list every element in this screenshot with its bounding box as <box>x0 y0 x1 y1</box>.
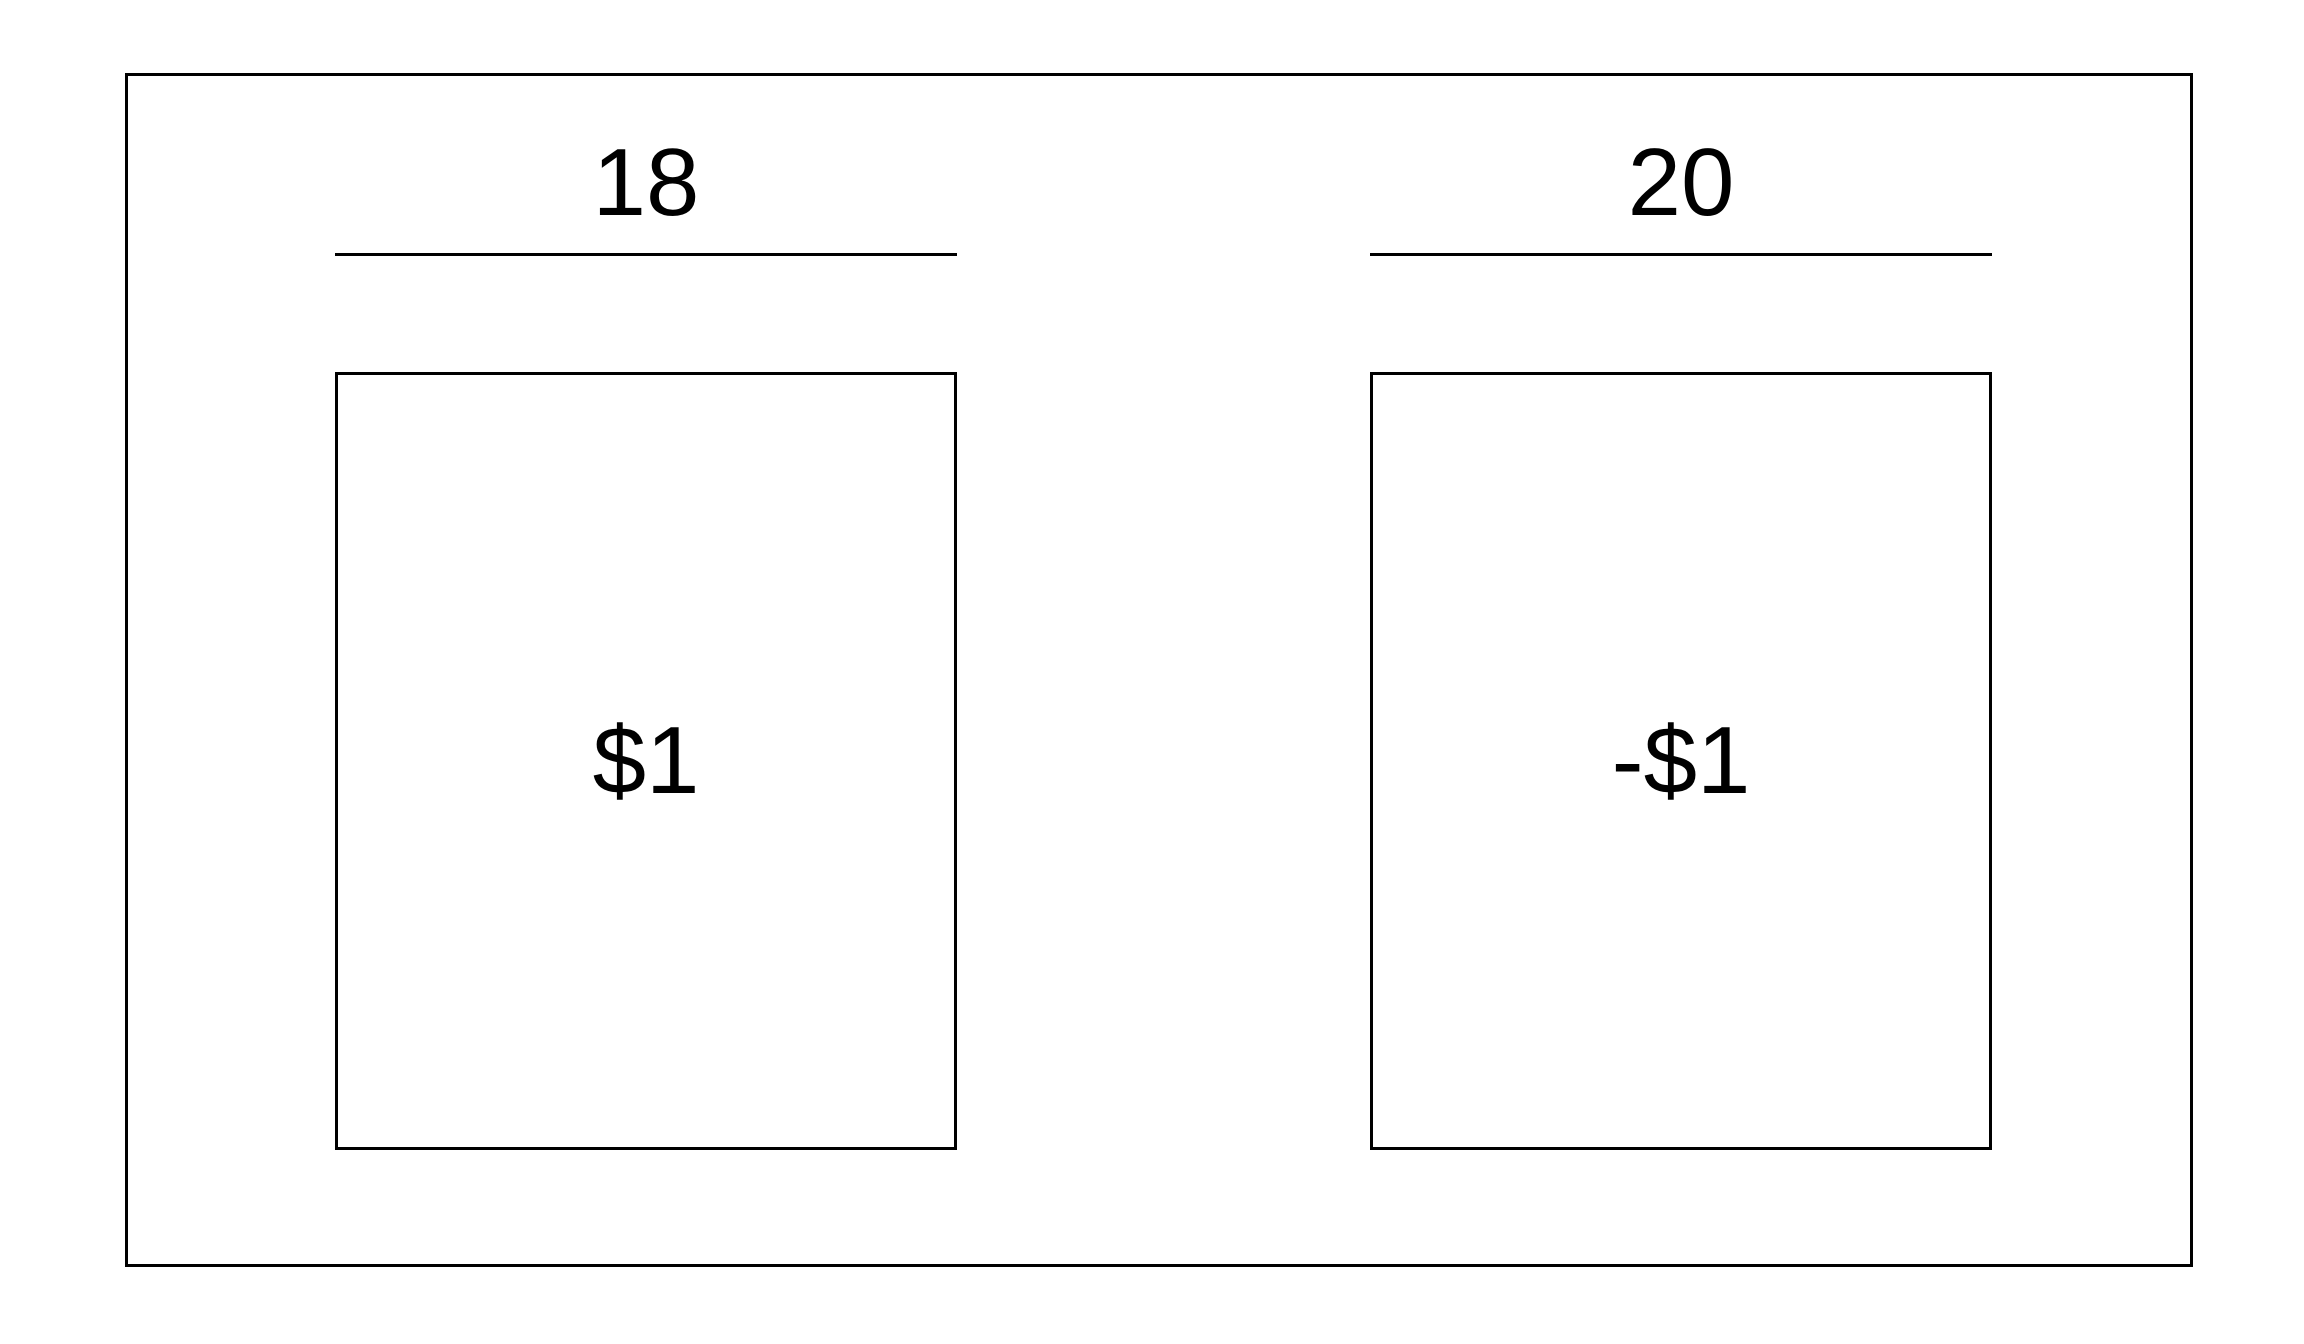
diagram-frame: 18 $1 20 -$1 <box>125 73 2193 1267</box>
card-value: -$1 <box>1611 707 1751 814</box>
column-header-value: 18 <box>592 129 700 236</box>
column-header-value: 20 <box>1627 129 1735 236</box>
column-right: 20 -$1 <box>1370 76 1992 1264</box>
card-value: $1 <box>592 707 700 814</box>
column-left: 18 $1 <box>335 76 957 1264</box>
header-underline <box>335 253 957 256</box>
value-card: -$1 <box>1370 372 1992 1150</box>
header-underline <box>1370 253 1992 256</box>
value-card: $1 <box>335 372 957 1150</box>
